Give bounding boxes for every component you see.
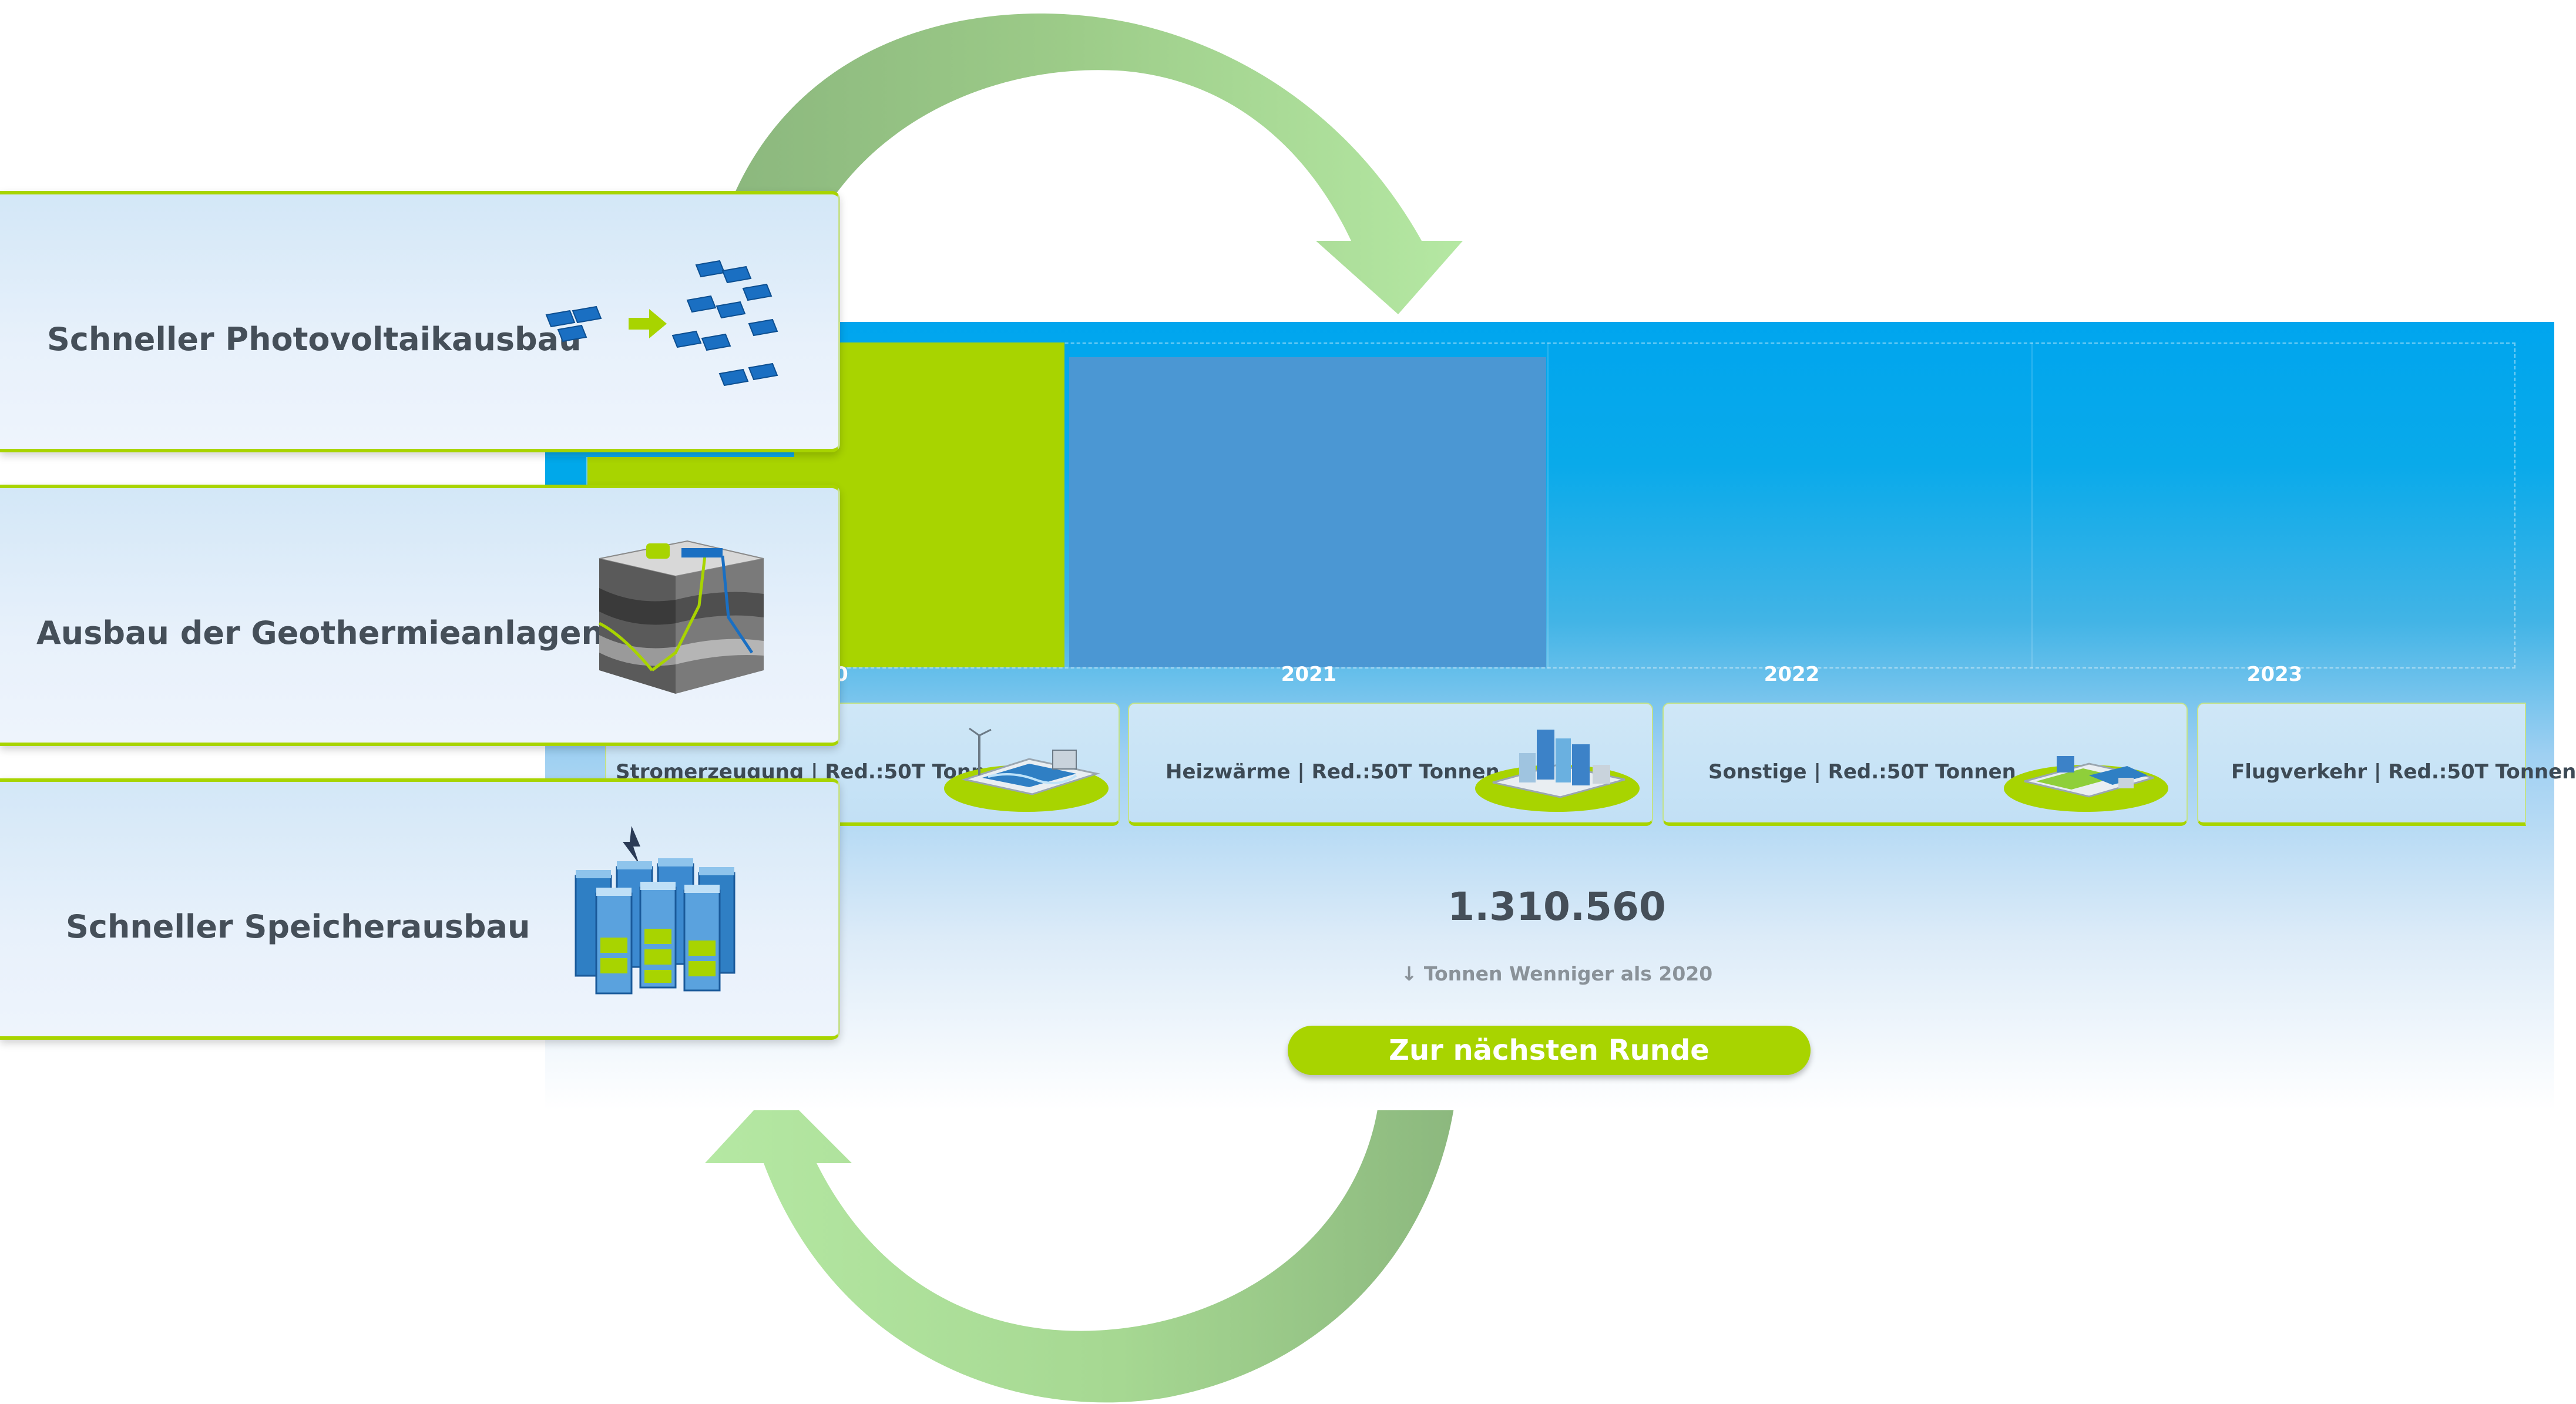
year-label: 2022 — [1764, 663, 1820, 686]
battery-storage-icon — [575, 826, 735, 995]
sector-label: Sonstige | Red.:50T Tonnen — [1708, 760, 2016, 784]
geothermal-icon — [598, 540, 764, 694]
bottom-arrow — [705, 1087, 1457, 1403]
sector-label: Flugverkehr | Red.:50T Tonnen — [2231, 760, 2576, 784]
sector-card-heizwaerme[interactable]: Heizwärme | Red.:50T Tonnen — [1128, 703, 1653, 826]
bar-2020-extension — [587, 457, 794, 486]
emissions-counter-subtitle: ↓ Tonnen Wenniger als 2020 — [1400, 962, 1713, 985]
option-label: Ausbau der Geothermieanlagen — [36, 614, 604, 651]
next-round-button[interactable]: Zur nächsten Runde — [1288, 1026, 1811, 1075]
chart-bar-2021 — [1069, 357, 1546, 667]
legend-chip — [545, 457, 587, 486]
sector-card-flugverkehr[interactable]: Flugverkehr | Red.:50T Tonnen — [2197, 703, 2576, 826]
year-label: 2023 — [2246, 663, 2303, 686]
option-label: Schneller Photovoltaikausbau — [47, 321, 582, 358]
option-card-photovoltaik[interactable]: Schneller Photovoltaikausbau — [0, 191, 840, 452]
chart-separator — [1547, 342, 1549, 669]
chart-separator — [2031, 342, 2033, 669]
solar-panels-icon — [545, 260, 778, 387]
emissions-counter: 1.310.560 — [1447, 884, 1666, 929]
option-card-speicher[interactable]: Schneller Speicherausbau — [0, 778, 840, 1040]
sector-card-sonstige[interactable]: Sonstige | Red.:50T Tonnen — [1663, 703, 2188, 826]
city-buildings-icon — [1475, 730, 1640, 812]
year-label: 2021 — [1281, 663, 1337, 686]
sector-label: Heizwärme | Red.:50T Tonnen — [1166, 760, 1500, 784]
top-arrow — [734, 14, 1463, 314]
farm-field-icon — [2004, 756, 2168, 812]
option-label: Schneller Speicherausbau — [66, 908, 530, 945]
power-plant-icon — [944, 727, 1109, 812]
option-card-geothermie[interactable]: Ausbau der Geothermieanlagen — [0, 485, 840, 746]
